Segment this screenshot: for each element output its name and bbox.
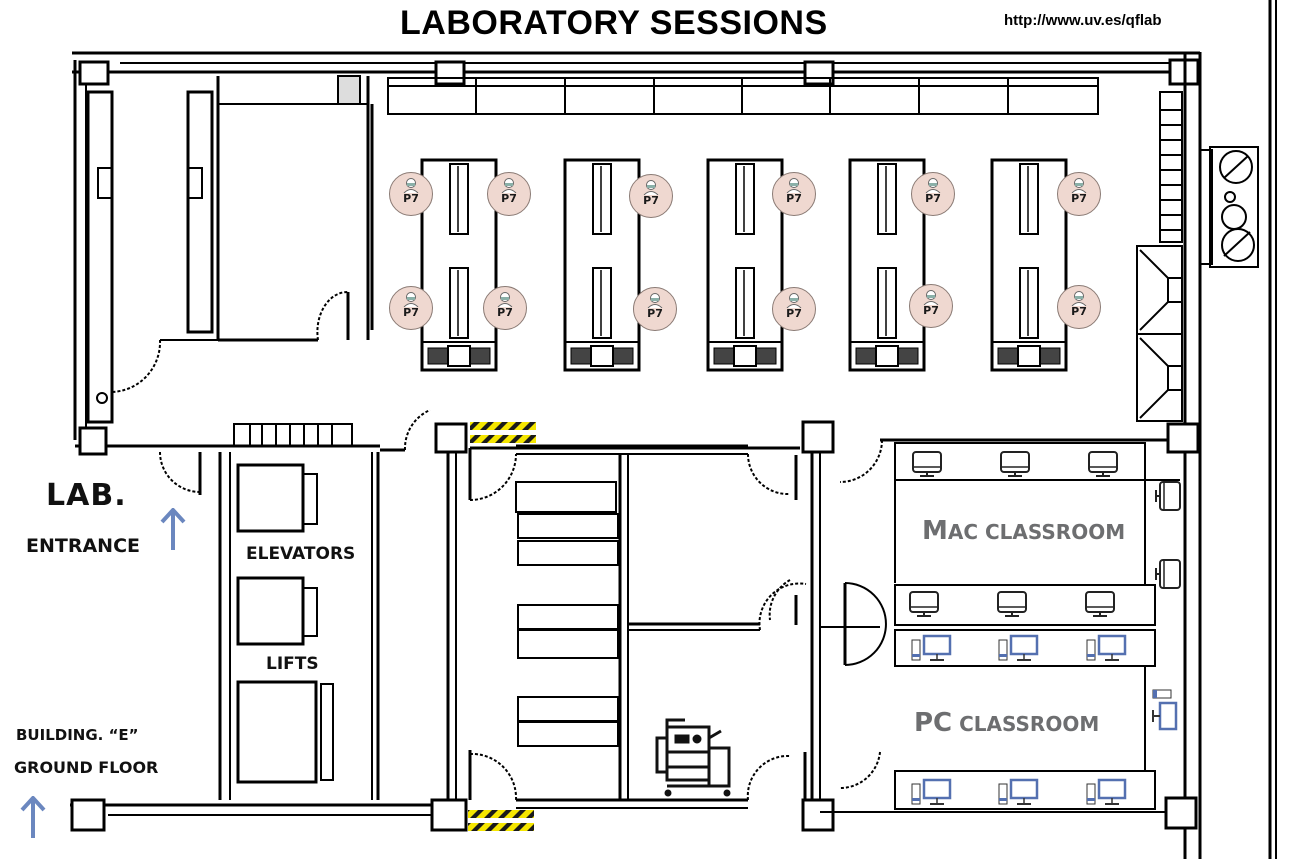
elevator-shafts bbox=[236, 463, 334, 784]
person-with-mask-icon bbox=[501, 178, 517, 193]
column bbox=[801, 420, 835, 454]
desktop-pc-icon bbox=[1086, 634, 1127, 661]
imac-icon bbox=[997, 591, 1027, 617]
person-with-mask-icon bbox=[497, 292, 513, 307]
person-with-mask-icon bbox=[1071, 178, 1087, 193]
station-code: P7 bbox=[786, 307, 802, 320]
lab-station-badge[interactable]: P7 bbox=[911, 172, 955, 216]
imac-icon bbox=[1088, 451, 1118, 477]
desktop-pc-icon bbox=[1152, 689, 1178, 731]
lab-bench bbox=[990, 158, 1068, 372]
lab-station-badge[interactable]: P7 bbox=[772, 172, 816, 216]
website-url[interactable]: http://www.uv.es/qflab bbox=[1004, 12, 1162, 29]
lab-station-badge[interactable]: P7 bbox=[633, 287, 677, 331]
column bbox=[78, 60, 110, 86]
photocopier-icon bbox=[655, 718, 731, 797]
person-with-mask-icon bbox=[643, 180, 659, 195]
imac-icon bbox=[1155, 559, 1181, 589]
station-code: P7 bbox=[403, 192, 419, 205]
person-with-mask-icon bbox=[786, 293, 802, 308]
column bbox=[803, 60, 835, 86]
hazard-stripe bbox=[468, 810, 534, 818]
station-code: P7 bbox=[643, 194, 659, 207]
station-code: P7 bbox=[786, 192, 802, 205]
station-code: P7 bbox=[647, 307, 663, 320]
station-code: P7 bbox=[1071, 305, 1087, 318]
imac-icon bbox=[909, 591, 939, 617]
station-code: P7 bbox=[403, 306, 419, 319]
building-label: BUILDING. “E” bbox=[16, 726, 139, 744]
lab-station-badge[interactable]: P7 bbox=[1057, 285, 1101, 329]
imac-icon bbox=[912, 451, 942, 477]
person-with-mask-icon bbox=[403, 292, 419, 307]
station-code: P7 bbox=[923, 304, 939, 317]
right-shelving bbox=[1136, 91, 1183, 422]
column bbox=[1164, 796, 1198, 830]
column bbox=[434, 60, 466, 86]
imac-icon bbox=[1155, 481, 1181, 511]
vent-unit bbox=[1199, 146, 1259, 268]
desktop-pc-icon bbox=[998, 634, 1039, 661]
person-with-mask-icon bbox=[923, 290, 939, 305]
entrance-label: ENTRANCE bbox=[26, 535, 140, 557]
arrow-up-icon bbox=[20, 796, 46, 838]
column bbox=[1166, 422, 1200, 454]
person-with-mask-icon bbox=[1071, 291, 1087, 306]
cabinet bbox=[186, 90, 214, 334]
ground-floor-label: GROUND FLOOR bbox=[14, 758, 159, 777]
person-with-mask-icon bbox=[403, 178, 419, 193]
lab-station-badge[interactable]: P7 bbox=[487, 172, 531, 216]
imac-icon bbox=[1085, 591, 1115, 617]
station-code: P7 bbox=[925, 192, 941, 205]
lab-station-badge[interactable]: P7 bbox=[1057, 172, 1101, 216]
person-with-mask-icon bbox=[786, 178, 802, 193]
lab-bench bbox=[563, 158, 641, 372]
lab-station-badge[interactable]: P7 bbox=[909, 284, 953, 328]
mac-classroom-label: MAC CLASSROOM bbox=[922, 516, 1125, 546]
station-code: P7 bbox=[501, 192, 517, 205]
person-with-mask-icon bbox=[647, 293, 663, 308]
hazard-stripe bbox=[468, 823, 534, 831]
cabinet bbox=[86, 90, 114, 424]
station-code: P7 bbox=[497, 306, 513, 319]
mac-classroom-rest: AC CLASSROOM bbox=[947, 520, 1126, 544]
lab-station-badge[interactable]: P7 bbox=[389, 286, 433, 330]
desktop-pc-icon bbox=[1086, 778, 1127, 805]
lab-station-badge[interactable]: P7 bbox=[483, 286, 527, 330]
desktop-pc-icon bbox=[998, 778, 1039, 805]
lab-station-badge[interactable]: P7 bbox=[389, 172, 433, 216]
elevators-label: ELEVATORS bbox=[246, 544, 356, 564]
lab-label: LAB. bbox=[46, 478, 127, 513]
lab-station-badge[interactable]: P7 bbox=[772, 287, 816, 331]
outer-wall-top bbox=[72, 51, 1200, 74]
pc-classroom-initial: PC bbox=[914, 708, 953, 738]
hazard-stripe bbox=[470, 435, 536, 443]
pc-classroom-label: PC CLASSROOM bbox=[914, 708, 1099, 738]
lab-bench bbox=[420, 158, 498, 372]
mac-classroom-benches bbox=[894, 442, 1180, 626]
column bbox=[78, 426, 108, 456]
column bbox=[70, 798, 106, 832]
desktop-pc-icon bbox=[911, 634, 952, 661]
column bbox=[801, 798, 835, 832]
pc-classroom-benches bbox=[820, 629, 1166, 813]
pc-classroom-rest: CLASSROOM bbox=[952, 712, 1100, 736]
hazard-stripe bbox=[470, 422, 536, 430]
person-with-mask-icon bbox=[925, 178, 941, 193]
page-title: LABORATORY SESSIONS bbox=[400, 4, 828, 42]
lab-station-badge[interactable]: P7 bbox=[629, 174, 673, 218]
wall-bench bbox=[387, 77, 1099, 115]
imac-icon bbox=[1000, 451, 1030, 477]
lab-bench bbox=[706, 158, 784, 372]
arrow-up-icon bbox=[160, 508, 186, 550]
lab-bench bbox=[848, 158, 926, 372]
lifts-label: LIFTS bbox=[266, 654, 319, 674]
column bbox=[434, 422, 468, 454]
desktop-pc-icon bbox=[911, 778, 952, 805]
column bbox=[430, 798, 468, 832]
station-code: P7 bbox=[1071, 192, 1087, 205]
mac-classroom-initial: M bbox=[922, 516, 948, 546]
